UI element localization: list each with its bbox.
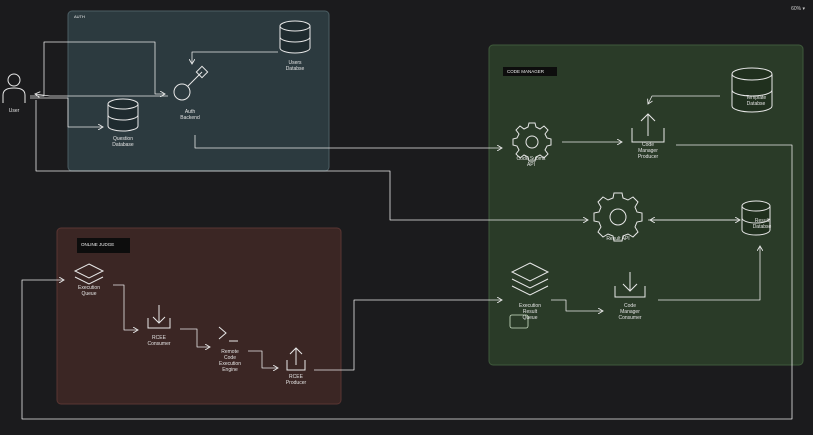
users-db-to-auth-connector <box>192 51 278 64</box>
rcee-consumer-label: RCEE Consumer <box>147 335 171 347</box>
result-database-label: Result Databse <box>752 218 772 230</box>
auth-backend-label: Auth Backend <box>180 109 200 121</box>
rcee-producer-label: RCEE Producer <box>285 374 307 386</box>
key-icon[interactable] <box>173 65 209 101</box>
template-db-to-producer-connector <box>648 95 720 104</box>
user-to-question-db-connector <box>30 97 103 127</box>
rcee-producer-to-result-queue-connector <box>314 300 502 371</box>
users-database-icon[interactable] <box>279 20 311 54</box>
result-api-label: Result API <box>606 236 630 242</box>
selection-frame[interactable] <box>509 314 529 329</box>
result-database-icon[interactable] <box>741 200 771 236</box>
execution-queue-layers-icon[interactable] <box>73 263 105 285</box>
cm-consumer-to-result-db-connector <box>658 246 760 301</box>
user-to-auth-connector <box>30 41 165 96</box>
code-submit-gear-icon[interactable] <box>512 122 552 162</box>
result-api-gear-icon[interactable] <box>593 192 643 242</box>
code-manager-producer-upload-icon[interactable] <box>631 113 665 143</box>
users-database-label: Users Databse <box>285 60 305 72</box>
code-submit-api-label: Code Submit API <box>516 156 546 168</box>
producer-to-exec-queue-connector <box>21 144 793 420</box>
code-manager-group[interactable] <box>488 44 804 366</box>
execution-queue-label: Execution Queue <box>78 285 100 297</box>
question-database-icon[interactable] <box>107 98 139 132</box>
rcee-consumer-download-icon[interactable] <box>147 305 171 329</box>
auth-group-tag: AUTH <box>74 14 85 19</box>
code-manager-producer-label: Code Manager Producer <box>637 142 659 160</box>
code-manager-consumer-download-icon[interactable] <box>614 272 646 298</box>
auth-to-user-connector <box>35 94 168 96</box>
engine-to-rcee-producer-connector <box>248 350 278 368</box>
zoom-indicator[interactable]: 60% ▾ <box>791 6 805 12</box>
auth-to-submit-api-connector <box>194 135 502 148</box>
rcee-producer-upload-icon[interactable] <box>286 347 306 371</box>
template-database-label: Template Databse <box>745 95 767 107</box>
template-database-icon[interactable] <box>731 67 773 113</box>
result-queue-to-cm-consumer-connector <box>551 299 603 311</box>
user-to-result-api-connector <box>35 100 588 220</box>
chevron-down-icon: ▾ <box>802 6 805 12</box>
code-manager-group-tag: CODE MANAGER <box>503 67 557 76</box>
zoom-level: 60% <box>791 6 802 12</box>
exec-queue-to-rcee-consumer-connector <box>113 284 138 330</box>
online-judge-group-tag: ONLINE JUDGE <box>77 238 130 253</box>
terminal-icon[interactable] <box>218 326 238 342</box>
execution-result-queue-label: Execution Result Queue <box>519 303 541 321</box>
code-manager-consumer-label: Code Manager Consumer <box>618 303 642 321</box>
rcee-consumer-to-engine-connector <box>180 328 210 347</box>
question-database-label: Question Database <box>112 136 134 148</box>
remote-engine-label: Remote Code Execution Engine <box>219 349 241 373</box>
user-icon[interactable] <box>2 73 26 103</box>
execution-result-queue-layers-icon[interactable] <box>510 262 550 296</box>
user-label: User <box>8 108 20 114</box>
online-judge-group[interactable] <box>56 227 342 405</box>
